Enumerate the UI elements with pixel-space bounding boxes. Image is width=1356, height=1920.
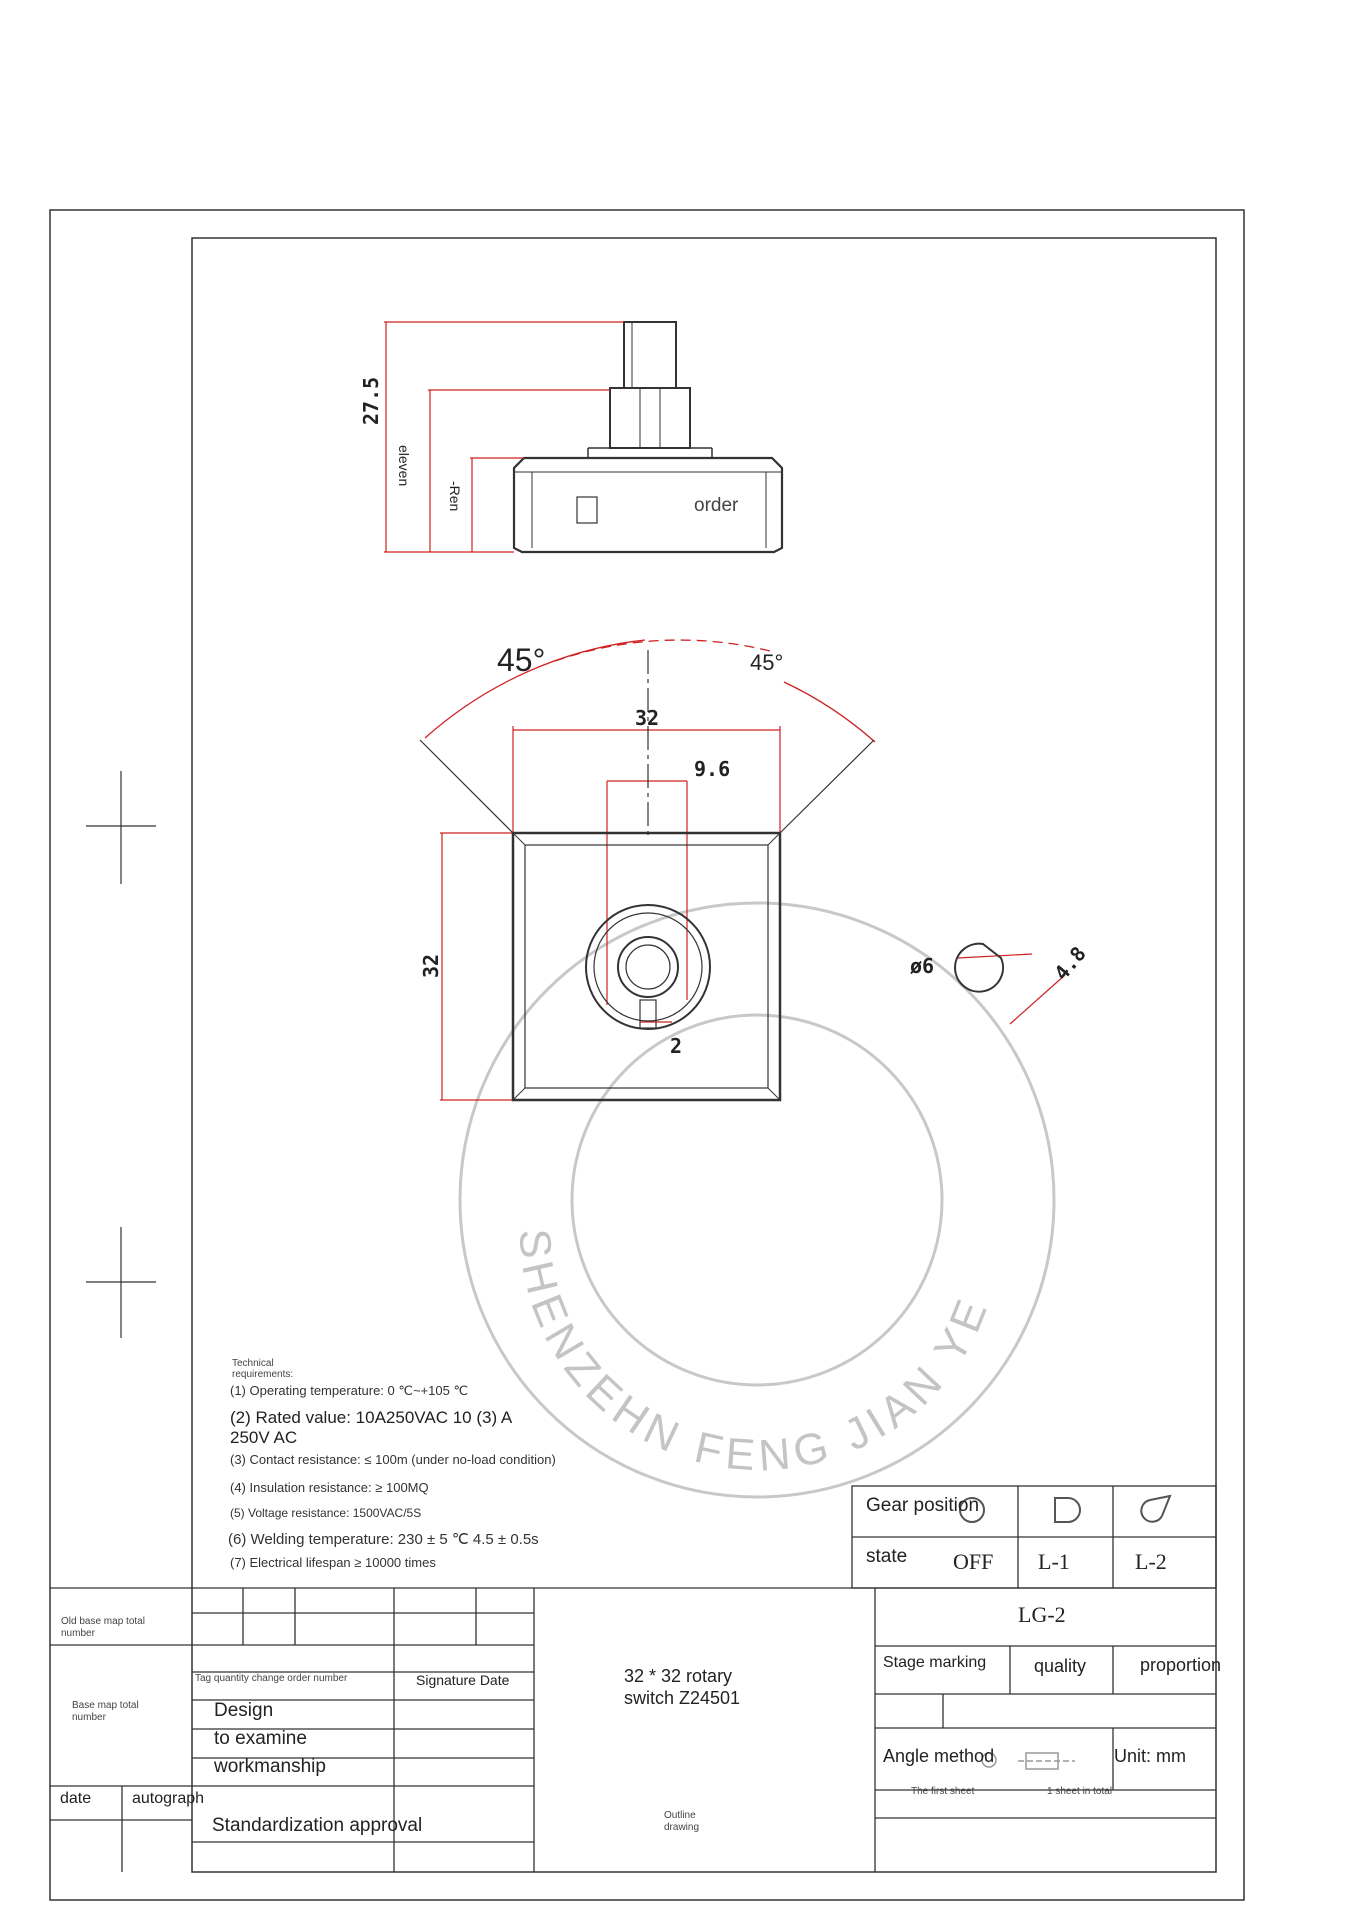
sheets-total-label: 1 sheet in total (1047, 1786, 1113, 1797)
outline-drawing-label: Outline drawing (664, 1810, 700, 1833)
front-view (511, 831, 1004, 1102)
model-number: LG-2 (1018, 1602, 1066, 1627)
state-off: OFF (953, 1549, 994, 1574)
angle-method-label: Angle method (883, 1746, 995, 1766)
examine-label: to examine (214, 1728, 307, 1749)
height-dimension: 27.5 (359, 376, 383, 425)
inner-frame (191, 237, 1217, 1873)
proportion-label: proportion (1140, 1655, 1222, 1675)
requirement-item: (2) Rated value: 10A250VAC 10 (3) A 250V… (230, 1408, 512, 1447)
side-view (512, 321, 784, 554)
angle-right-label: 45° (750, 650, 784, 675)
product-name: 32 * 32 rotary switch Z24501 (624, 1666, 741, 1708)
mid-dimension-label: eleven (396, 445, 412, 487)
angle-rays (419, 739, 875, 834)
watermark-seal (458, 901, 1056, 1499)
state-l2: L-2 (1135, 1549, 1167, 1574)
state-l1: L-1 (1038, 1549, 1070, 1574)
key-width-dimension: 2 (670, 1034, 683, 1058)
state-label: state (866, 1546, 908, 1567)
quality-label: quality (1034, 1656, 1087, 1676)
shaft-diameter-dimension: ø6 (910, 954, 935, 978)
requirement-item: (1) Operating temperature: 0 ℃~+105 ℃ (230, 1383, 469, 1398)
front-dimensions (440, 726, 1066, 1101)
angle-arcs (424, 639, 876, 743)
requirement-item: (4) Insulation resistance: ≥ 100MQ (230, 1480, 429, 1495)
first-sheet-label: The first sheet (911, 1786, 975, 1797)
gear-position-label: Gear position (866, 1495, 980, 1516)
date-label: date (60, 1790, 92, 1807)
height-dimension-front: 32 (419, 953, 443, 978)
design-label: Design (214, 1700, 274, 1721)
low-dimension-label: -Ren (447, 481, 463, 512)
width-dimension: 32 (635, 706, 660, 730)
tag-change-label: Tag quantity change order number (195, 1673, 348, 1684)
requirement-item: (3) Contact resistance: ≤ 100m (under no… (230, 1452, 556, 1467)
outer-frame (49, 209, 1245, 1901)
title-block-lines (50, 1587, 1216, 1872)
stage-marking-label: Stage marking (883, 1654, 987, 1671)
requirement-item: (6) Welding temperature: 230 ± 5 ℃ 4.5 ±… (228, 1531, 539, 1548)
requirements-heading: Technical requirements: (232, 1358, 294, 1380)
autograph-label: autograph (132, 1790, 205, 1807)
requirement-item: (5) Voltage resistance: 1500VAC/5S (230, 1506, 422, 1520)
gear-icons (959, 1494, 1172, 1523)
body-mark: order (694, 495, 739, 516)
signature-date-label: Signature Date (416, 1672, 510, 1688)
shaft-span-dimension: 9.6 (694, 757, 731, 781)
side-view-dimensions (384, 321, 624, 553)
registration-mark (86, 771, 156, 1338)
requirement-item: (7) Electrical lifespan ≥ 10000 times (230, 1555, 436, 1570)
workmanship-label: workmanship (214, 1756, 326, 1777)
standardization-label: Standardization approval (212, 1815, 423, 1836)
angle-left-label: 45° (497, 642, 546, 678)
old-base-map-label: Old base map total number (61, 1616, 145, 1639)
projection-symbol (981, 1752, 1075, 1770)
base-map-total-label: Base map total number (72, 1700, 139, 1723)
unit-label: Unit: mm (1114, 1746, 1186, 1766)
